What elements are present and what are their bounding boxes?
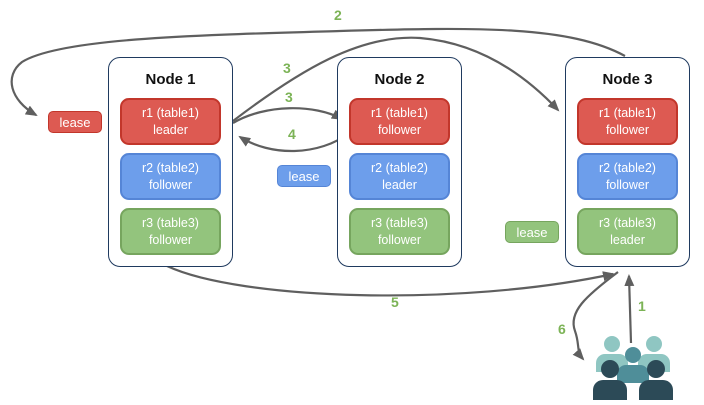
users-group-icon bbox=[593, 336, 673, 400]
node-box-1: Node 1 r1 (table1) leader r2 (table2) fo… bbox=[108, 57, 233, 267]
node-title: Node 3 bbox=[602, 71, 653, 88]
arrow-step-2 bbox=[10, 27, 626, 117]
arrow-step-3-to-node2 bbox=[232, 107, 344, 124]
replica-role: follower bbox=[605, 177, 650, 192]
replica-name: r1 (table1) bbox=[142, 106, 199, 121]
step-number-5: 5 bbox=[391, 294, 399, 310]
replica-name: r2 (table2) bbox=[599, 161, 656, 176]
replica-r1-node1: r1 (table1) leader bbox=[120, 98, 221, 145]
lease-badge-blue: lease bbox=[277, 165, 331, 187]
replica-name: r3 (table3) bbox=[371, 216, 428, 231]
replica-r2-node3: r2 (table2) follower bbox=[577, 153, 678, 200]
replica-name: r1 (table1) bbox=[599, 106, 656, 121]
step-number-6: 6 bbox=[558, 321, 566, 337]
node-box-3: Node 3 r1 (table1) follower r2 (table2) … bbox=[565, 57, 690, 267]
replica-role: leader bbox=[610, 232, 645, 247]
replica-r1-node2: r1 (table1) follower bbox=[349, 98, 450, 145]
lease-badge-red: lease bbox=[48, 111, 102, 133]
arrow-step-1 bbox=[624, 274, 635, 344]
node-title: Node 2 bbox=[374, 71, 425, 88]
replica-r3-node3: r3 (table3) leader bbox=[577, 208, 678, 255]
replica-r3-node2: r3 (table3) follower bbox=[349, 208, 450, 255]
replica-name: r3 (table3) bbox=[142, 216, 199, 231]
step-number-3b: 3 bbox=[285, 89, 293, 105]
arrow-step-3-to-node3 bbox=[232, 36, 560, 122]
replica-name: r2 (table2) bbox=[371, 161, 428, 176]
replica-r2-node1: r2 (table2) follower bbox=[120, 153, 221, 200]
replica-role: follower bbox=[377, 122, 422, 137]
replica-role: follower bbox=[148, 177, 193, 192]
replica-r3-node1: r3 (table3) follower bbox=[120, 208, 221, 255]
node-box-2: Node 2 r1 (table1) follower r2 (table2) … bbox=[337, 57, 462, 267]
step-number-2: 2 bbox=[334, 7, 342, 23]
replica-name: r1 (table1) bbox=[371, 106, 428, 121]
lease-badge-green: lease bbox=[505, 221, 559, 243]
arrow-step-5 bbox=[166, 265, 615, 297]
replica-r2-node2: r2 (table2) leader bbox=[349, 153, 450, 200]
replica-name: r2 (table2) bbox=[142, 161, 199, 176]
replica-r1-node3: r1 (table1) follower bbox=[577, 98, 678, 145]
replica-role: leader bbox=[153, 122, 188, 137]
step-number-1: 1 bbox=[638, 298, 646, 314]
node-title: Node 1 bbox=[145, 71, 196, 88]
replica-role: follower bbox=[377, 232, 422, 247]
step-number-4: 4 bbox=[288, 126, 296, 142]
replica-name: r3 (table3) bbox=[599, 216, 656, 231]
replica-role: leader bbox=[382, 177, 417, 192]
replica-role: follower bbox=[605, 122, 650, 137]
step-number-3a: 3 bbox=[283, 60, 291, 76]
replica-role: follower bbox=[148, 232, 193, 247]
arrow-step-6 bbox=[572, 271, 619, 361]
